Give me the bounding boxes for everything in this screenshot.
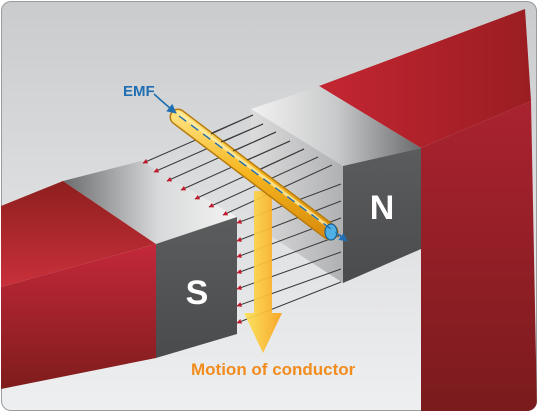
north-magnet-red-front	[421, 101, 537, 411]
field-line	[236, 268, 342, 307]
field-line-front	[210, 114, 254, 135]
north-pole-label: N	[370, 189, 395, 227]
field-line-front	[246, 140, 291, 161]
north-magnet-red-top	[319, 9, 531, 148]
field-lines-front	[210, 114, 305, 170]
conductor-rod	[169, 108, 339, 241]
conductor-end	[324, 223, 338, 241]
emf-label: EMF	[123, 83, 155, 100]
south-magnet-red-top	[1, 181, 156, 287]
field-line-front	[232, 131, 277, 152]
north-magnet-inner-face	[251, 109, 343, 283]
emf-direction-arrow	[178, 115, 348, 242]
south-magnet-red-front	[1, 244, 156, 389]
north-magnet	[251, 9, 537, 411]
field-line-front	[260, 148, 305, 170]
north-magnet-grey-top	[251, 86, 421, 166]
north-magnet-front-face	[343, 148, 421, 283]
motion-label: Motion of conductor	[191, 360, 356, 379]
south-magnet-grey-top	[63, 161, 237, 244]
south-magnet	[1, 161, 237, 389]
motion-arrow	[244, 191, 282, 353]
south-magnet-front-face	[156, 217, 237, 358]
south-pole-label: S	[186, 274, 209, 312]
emf-pointer-arrow	[153, 93, 177, 114]
emf-arrows	[153, 93, 348, 242]
field-line-front	[220, 123, 264, 143]
